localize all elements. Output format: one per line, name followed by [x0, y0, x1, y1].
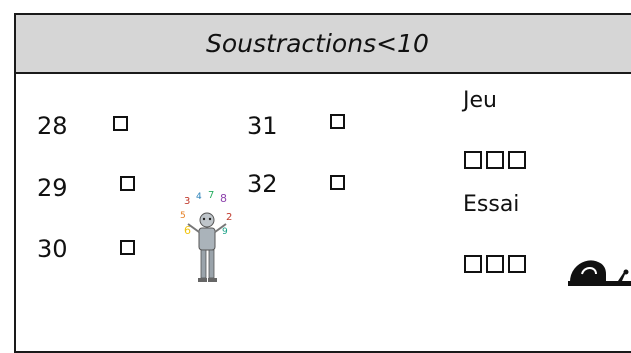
worksheet-title: Soustractions<10 [206, 29, 429, 58]
exercise-number-31: 31 [247, 112, 278, 140]
svg-text:7: 7 [208, 190, 214, 201]
header-bar: Soustractions<10 [16, 15, 631, 74]
exercise-number-30: 30 [37, 235, 68, 263]
checkbox-29[interactable] [120, 176, 135, 191]
checkbox-32[interactable] [330, 175, 345, 190]
game-box[interactable] [486, 151, 504, 169]
svg-text:2: 2 [226, 212, 232, 223]
exercise-number-29: 29 [37, 174, 68, 202]
svg-text:3: 3 [184, 196, 190, 207]
svg-text:9: 9 [222, 227, 228, 237]
juggling-robot-numbers-icon: 3 4 7 8 5 2 6 9 [180, 190, 232, 282]
worksheet-card: Soustractions<10 [14, 13, 631, 353]
svg-text:4: 4 [196, 192, 202, 202]
trial-box[interactable] [464, 255, 482, 273]
svg-text:5: 5 [180, 211, 186, 221]
trial-boxes [464, 255, 554, 273]
game-boxes [464, 151, 554, 169]
svg-text:8: 8 [220, 192, 227, 205]
checkbox-28[interactable] [113, 116, 128, 131]
trial-box[interactable] [486, 255, 504, 273]
game-label: Jeu [463, 88, 497, 113]
svg-text:6: 6 [184, 224, 191, 237]
exercise-number-32: 32 [247, 170, 278, 198]
trial-box[interactable] [508, 255, 526, 273]
game-box[interactable] [508, 151, 526, 169]
checkbox-30[interactable] [120, 240, 135, 255]
exercise-number-28: 28 [37, 112, 68, 140]
trial-label: Essai [463, 192, 520, 217]
snail-icon [568, 260, 631, 286]
checkbox-31[interactable] [330, 114, 345, 129]
game-box[interactable] [464, 151, 482, 169]
